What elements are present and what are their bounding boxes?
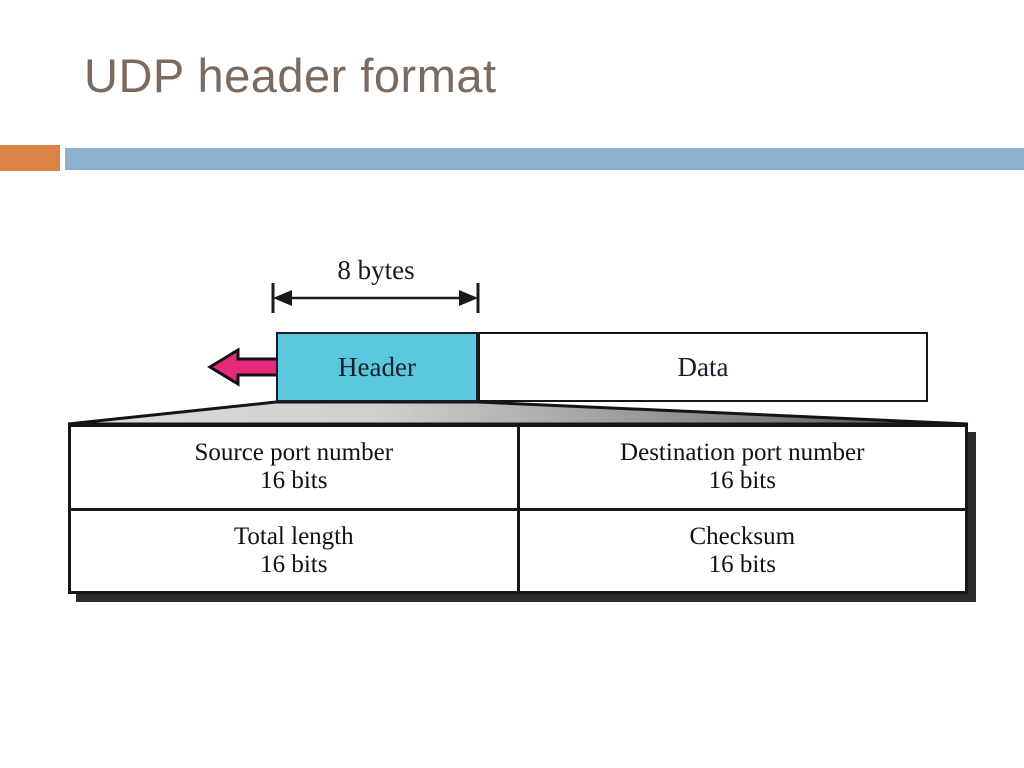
table-row: Total length 16 bits Checksum 16 bits bbox=[71, 507, 966, 592]
datagram-header-box: Header bbox=[276, 332, 478, 402]
datagram-data-box: Data bbox=[478, 332, 928, 402]
header-expansion-funnel bbox=[67, 400, 969, 426]
eight-bytes-label: 8 bytes bbox=[337, 255, 415, 285]
field-name: Total length bbox=[233, 522, 354, 550]
page-title: UDP header format bbox=[84, 49, 497, 102]
title-accent-blue bbox=[65, 148, 1024, 170]
field-total-length: Total length 16 bits bbox=[71, 511, 517, 592]
field-source-port: Source port number 16 bits bbox=[71, 427, 517, 508]
table-row: Source port number 16 bits Destination p… bbox=[71, 427, 965, 508]
datagram-header-label: Header bbox=[338, 351, 416, 382]
field-size: 16 bits bbox=[260, 550, 328, 578]
field-size: 16 bits bbox=[260, 467, 328, 495]
udp-field-table: Source port number 16 bits Destination p… bbox=[68, 424, 968, 594]
eight-bytes-measure-arrow bbox=[271, 283, 480, 313]
field-name: Destination port number bbox=[620, 439, 865, 467]
field-name: Source port number bbox=[194, 439, 394, 467]
header-callout-arrow bbox=[207, 347, 280, 387]
datagram-data-label: Data bbox=[677, 351, 729, 382]
field-name: Checksum bbox=[689, 522, 796, 550]
field-destination-port: Destination port number 16 bits bbox=[516, 427, 966, 508]
title-accent-orange bbox=[0, 145, 60, 171]
field-size: 16 bits bbox=[708, 467, 776, 495]
field-checksum: Checksum 16 bits bbox=[516, 510, 966, 591]
field-size: 16 bits bbox=[708, 550, 776, 578]
